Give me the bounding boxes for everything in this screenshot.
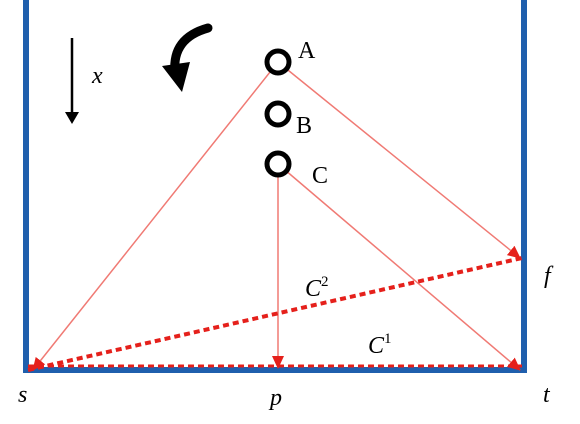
direction-label: x <box>91 63 103 89</box>
side-label-f: f <box>544 263 554 289</box>
point-a-label: A <box>298 38 316 64</box>
point-c-marker <box>264 150 292 178</box>
rotation-arrow-icon <box>162 23 213 92</box>
point-markers <box>264 48 292 178</box>
ray-c-t <box>277 163 521 371</box>
point-c-label: C <box>312 163 328 189</box>
curve-label-c1-sup: 1 <box>384 331 392 347</box>
dashed-line-c2 <box>27 256 523 372</box>
point-b-label: B <box>296 113 312 139</box>
ray-a-s <box>32 61 279 371</box>
container <box>23 0 527 373</box>
curve-label-c2: C2 <box>305 274 329 302</box>
rays <box>32 61 521 371</box>
bottom-label-s: s <box>18 382 27 408</box>
point-a-marker <box>264 48 292 76</box>
ray-a-f <box>277 61 521 259</box>
curve-label-c2-base: C <box>305 276 322 302</box>
bottom-label-t: t <box>543 382 551 408</box>
curve-label-c1-base: C <box>368 333 385 359</box>
curve-label-c1: C1 <box>368 331 392 359</box>
point-b-marker <box>264 100 292 128</box>
curve-label-c2-sup: 2 <box>321 274 329 290</box>
bottom-label-p: p <box>268 385 282 411</box>
